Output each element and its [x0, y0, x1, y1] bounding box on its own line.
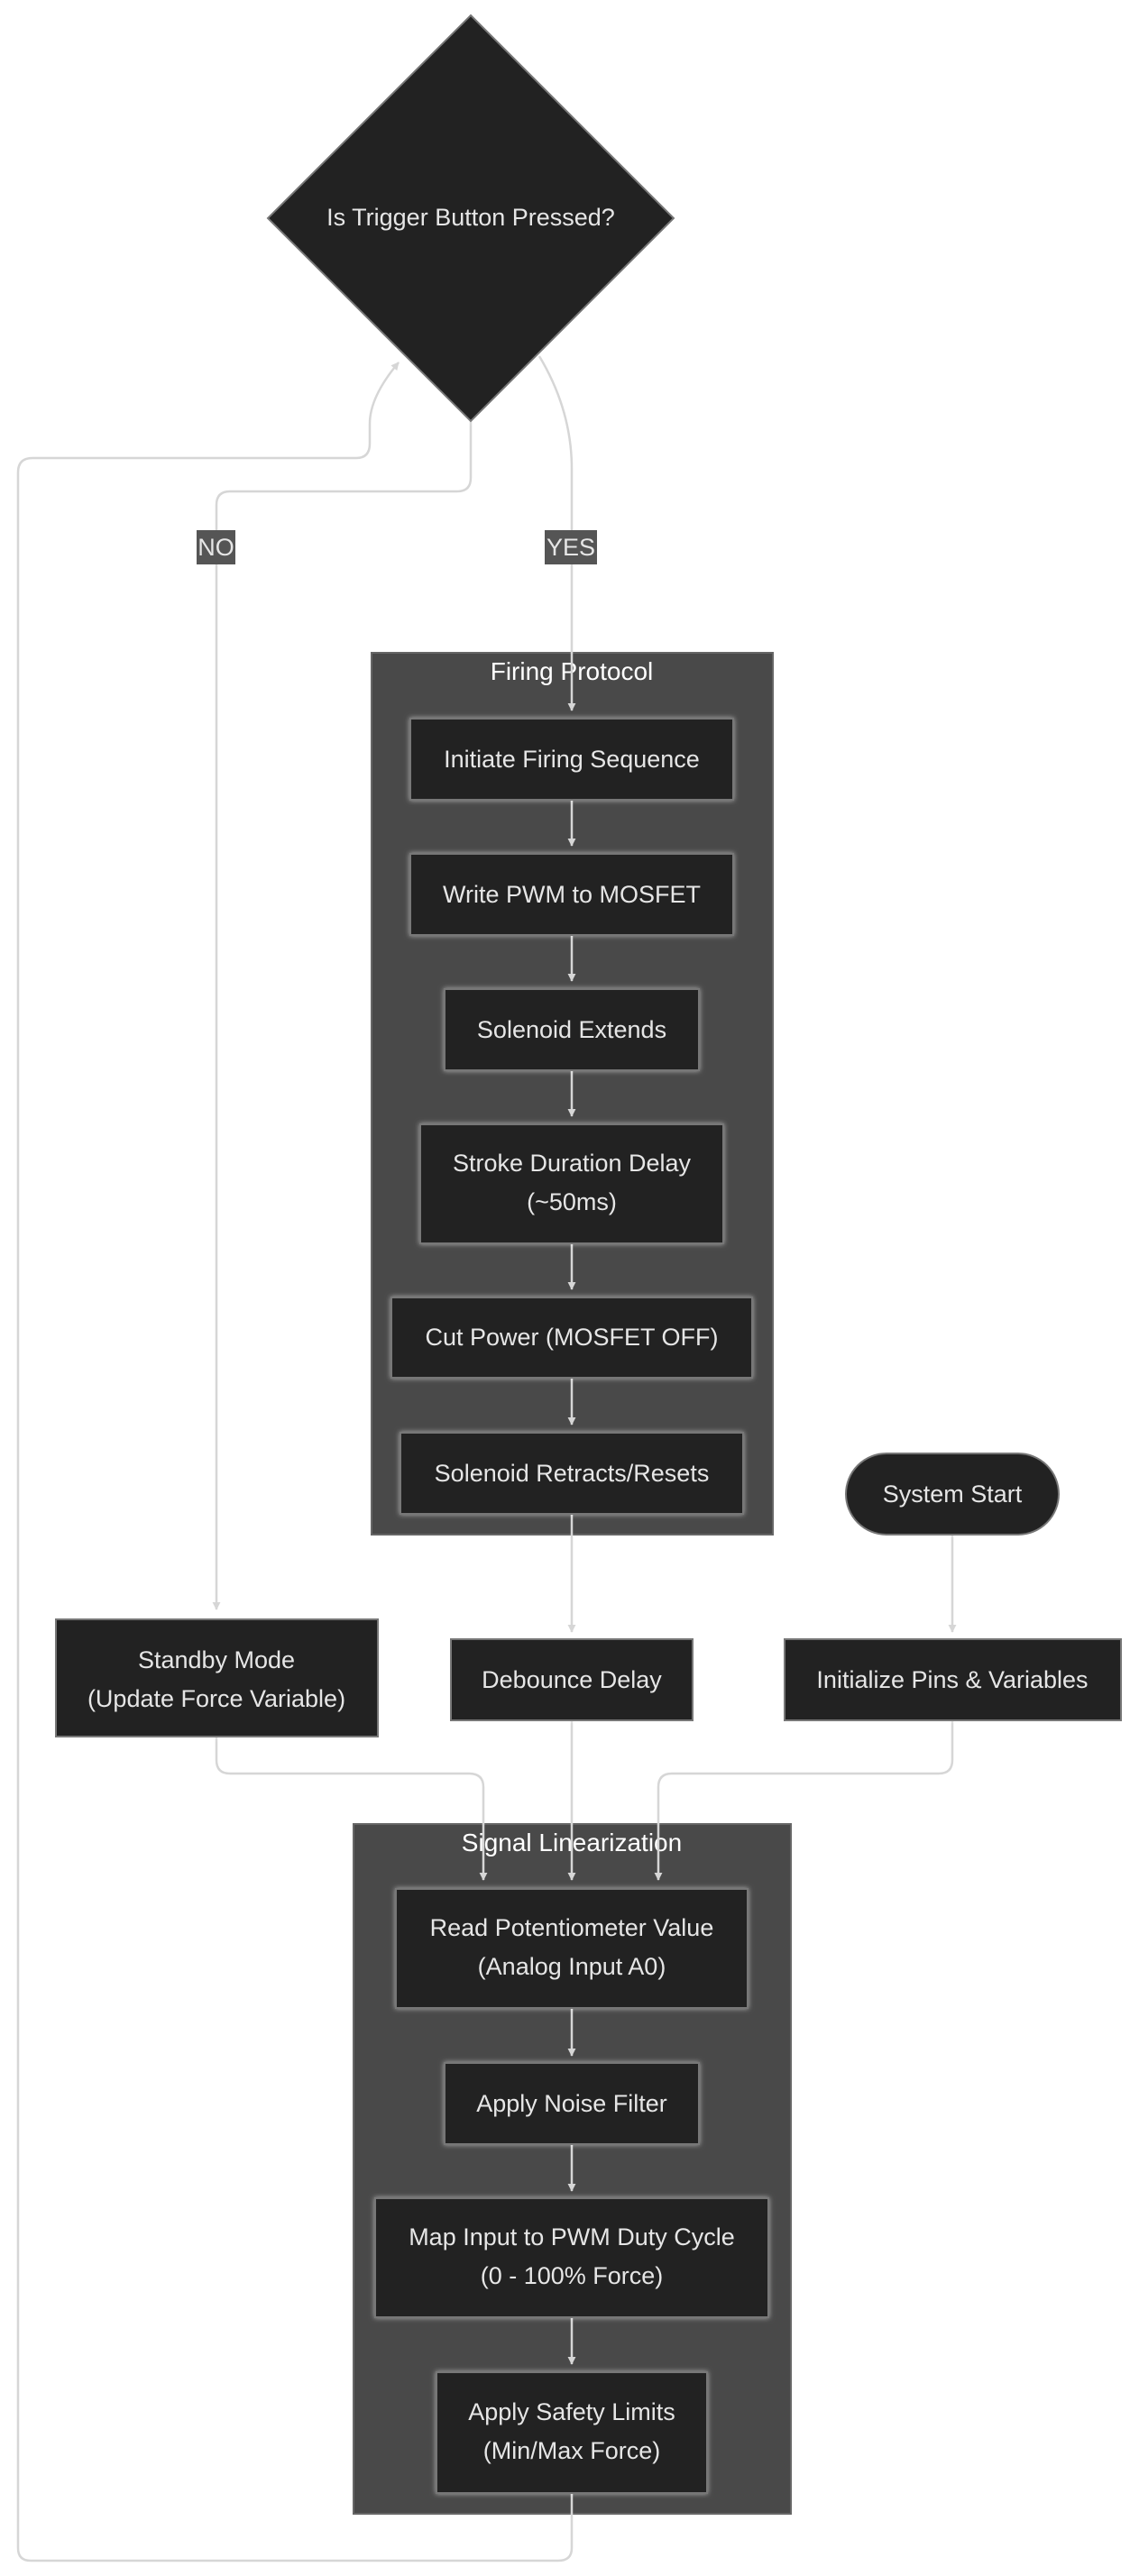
- node-safety-limits-line1: Apply Safety Limits: [468, 2398, 675, 2425]
- node-read-pot-line2: (Analog Input A0): [478, 1953, 666, 1980]
- node-system-start: System Start: [845, 1453, 1060, 1536]
- node-solenoid-retracts-label: Solenoid Retracts/Resets: [435, 1460, 710, 1487]
- node-standby-mode: Standby Mode (Update Force Variable): [55, 1618, 379, 1737]
- node-stroke-delay: Stroke Duration Delay (~50ms): [419, 1123, 724, 1244]
- node-standby-mode-line2: (Update Force Variable): [87, 1685, 345, 1712]
- edge-label-no-text: NO: [197, 534, 234, 561]
- node-standby-mode-line1: Standby Mode: [138, 1646, 295, 1673]
- node-noise-filter-label: Apply Noise Filter: [476, 2090, 667, 2117]
- node-cut-power-label: Cut Power (MOSFET OFF): [425, 1324, 718, 1351]
- node-debounce-delay-label: Debounce Delay: [482, 1666, 662, 1693]
- node-solenoid-retracts: Solenoid Retracts/Resets: [400, 1432, 744, 1515]
- edge-label-yes: YES: [545, 530, 597, 564]
- node-system-start-label: System Start: [883, 1481, 1023, 1508]
- edge-trigger-yes: [537, 355, 576, 711]
- node-read-potentiometer: Read Potentiometer Value (Analog Input A…: [395, 1888, 749, 2009]
- node-stroke-delay-line1: Stroke Duration Delay: [453, 1150, 692, 1177]
- node-noise-filter: Apply Noise Filter: [444, 2062, 700, 2145]
- node-map-input-line2: (0 - 100% Force): [481, 2262, 664, 2289]
- node-map-input: Map Input to PWM Duty Cycle (0 - 100% Fo…: [374, 2197, 769, 2318]
- node-solenoid-extends: Solenoid Extends: [444, 988, 700, 1071]
- node-initiate-firing-label: Initiate Firing Sequence: [444, 746, 700, 773]
- node-safety-limits: Apply Safety Limits (Min/Max Force): [436, 2371, 708, 2494]
- node-initialize-pins-label: Initialize Pins & Variables: [816, 1666, 1088, 1693]
- node-initialize-pins: Initialize Pins & Variables: [784, 1638, 1122, 1721]
- node-cut-power: Cut Power (MOSFET OFF): [390, 1297, 753, 1379]
- node-safety-limits-line2: (Min/Max Force): [483, 2437, 661, 2464]
- edge-safety-trigger: [16, 362, 574, 2562]
- node-initiate-firing: Initiate Firing Sequence: [409, 718, 734, 801]
- edge-trigger-no: [212, 420, 473, 1610]
- node-solenoid-extends-label: Solenoid Extends: [477, 1016, 666, 1043]
- decision-trigger-button: Is Trigger Button Pressed?: [266, 14, 675, 423]
- node-map-input-line1: Map Input to PWM Duty Cycle: [409, 2223, 735, 2251]
- node-read-pot-line1: Read Potentiometer Value: [430, 1914, 714, 1941]
- node-stroke-delay-line2: (~50ms): [527, 1188, 617, 1215]
- edge-initialize-read: [654, 1720, 954, 1881]
- edge-label-no: NO: [197, 530, 235, 564]
- edge-standby-read: [215, 1736, 488, 1881]
- edge-label-yes-text: YES: [547, 534, 595, 561]
- node-write-pwm-label: Write PWM to MOSFET: [443, 881, 701, 908]
- edges: [16, 355, 957, 2562]
- node-debounce-delay: Debounce Delay: [450, 1638, 694, 1721]
- decision-trigger-label: Is Trigger Button Pressed?: [326, 204, 615, 231]
- node-write-pwm: Write PWM to MOSFET: [409, 853, 734, 936]
